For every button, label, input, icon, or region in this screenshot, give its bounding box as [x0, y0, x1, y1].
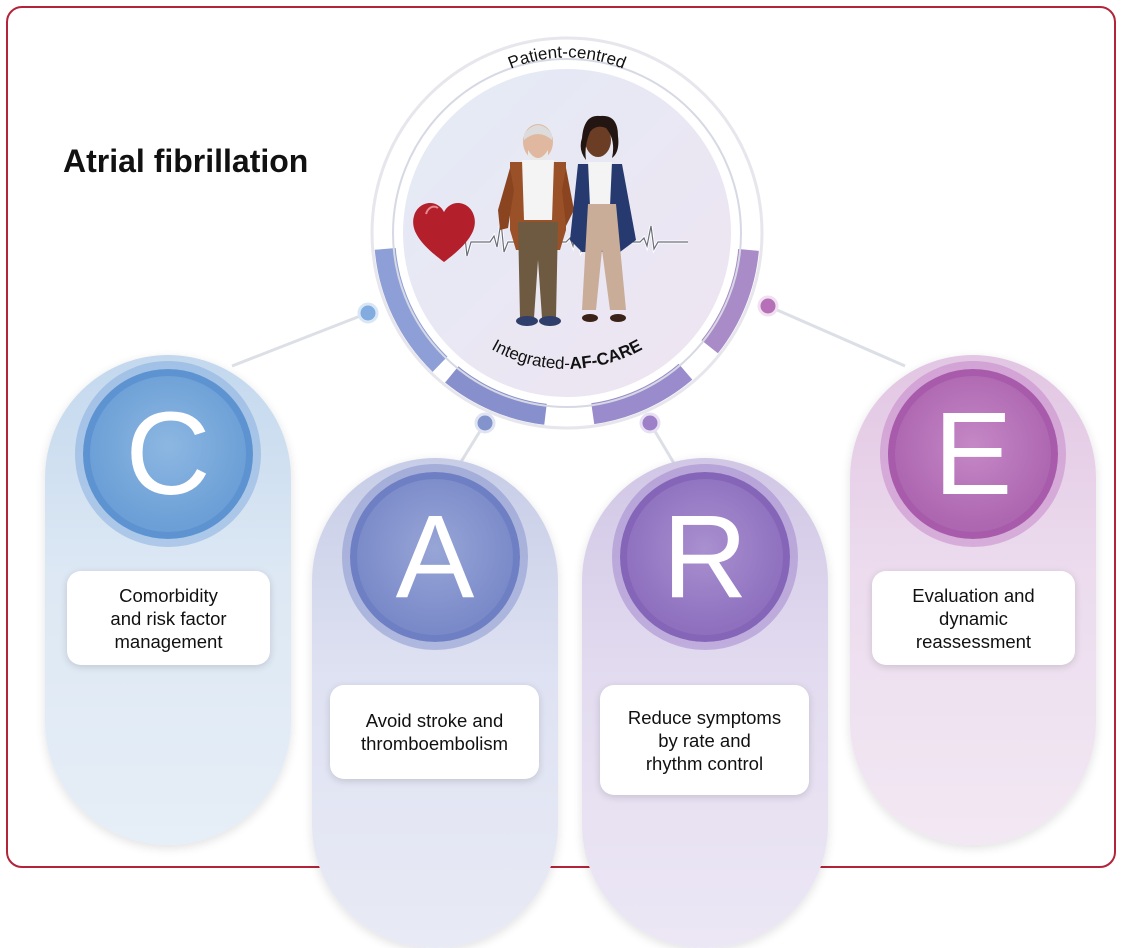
- heart-icon: [413, 202, 475, 262]
- pillar-label-c: Comorbidity and risk factor management: [67, 571, 270, 665]
- arc-segment-2: [445, 362, 548, 425]
- pillar-card-r: R Reduce symptoms by rate and rhythm con…: [582, 458, 828, 948]
- pillar-card-a: A Avoid stroke and thromboembolism: [312, 458, 558, 948]
- connector-dot-a: [474, 412, 496, 434]
- outer-ring: [370, 36, 764, 430]
- pillar-letter-c: C: [83, 369, 253, 539]
- woman-icon: [570, 115, 636, 322]
- pillar-label-e: Evaluation and dynamic reassessment: [872, 571, 1075, 665]
- elderly-man-icon: [498, 124, 574, 326]
- pillar-letter-r: R: [620, 472, 790, 642]
- connector-dot-c: [357, 302, 379, 324]
- pillar-card-c: C Comorbidity and risk factor management: [45, 355, 291, 845]
- connector-line-e: [767, 304, 906, 368]
- connector-graphics: Patient-centred Integrated-AF-CARE: [231, 36, 906, 471]
- center-circle: [395, 61, 739, 405]
- page-title: Atrial fibrillation: [63, 143, 309, 179]
- pillar-label-a: Avoid stroke and thromboembolism: [330, 685, 539, 779]
- pillar-card-e: E Evaluation and dynamic reassessment: [850, 355, 1096, 845]
- connector-line-c: [231, 311, 369, 368]
- arc-segment-3: [590, 359, 693, 425]
- pillar-letter-a: A: [350, 472, 520, 642]
- connector-dot-r: [639, 412, 661, 434]
- connector-dot-e: [757, 295, 779, 317]
- pillar-letter-e: E: [888, 369, 1058, 539]
- arc-segment-4: [697, 248, 759, 354]
- pillar-label-r: Reduce symptoms by rate and rhythm contr…: [600, 685, 809, 795]
- arc-segment-1: [374, 247, 451, 372]
